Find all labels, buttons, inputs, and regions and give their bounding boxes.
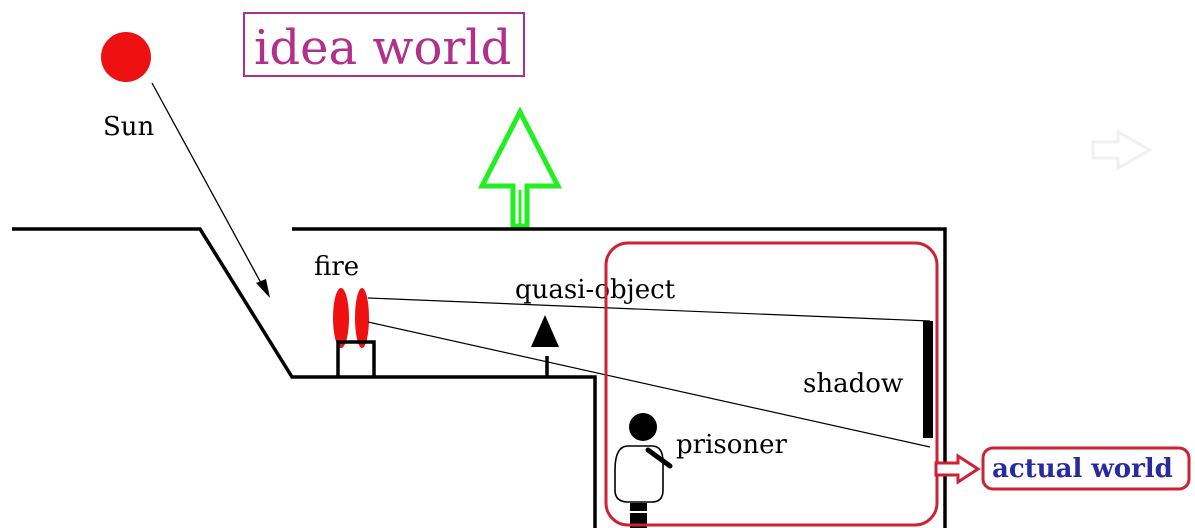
sun-label: Sun xyxy=(103,112,155,142)
fire-flame-right-icon xyxy=(355,288,369,348)
actual-world-box xyxy=(981,446,1191,491)
cave-ceiling xyxy=(292,227,947,528)
prisoner-head-icon xyxy=(629,413,657,441)
actual-world-label: actual world xyxy=(992,454,1173,484)
quasi-object-icon xyxy=(531,315,559,347)
shadow-label: shadow xyxy=(803,369,903,399)
light-ray-lower xyxy=(367,321,931,448)
ground-outline xyxy=(12,227,597,528)
idea-world-label: idea world xyxy=(254,20,511,76)
shadow-bar xyxy=(923,321,933,438)
light-ray-upper xyxy=(367,297,931,322)
faint-arrow-icon xyxy=(1091,129,1154,171)
fire-label: fire xyxy=(314,252,359,282)
actual-world-region xyxy=(604,241,939,527)
actual-world-arrow xyxy=(934,453,981,485)
prisoner-arm-icon xyxy=(645,447,673,469)
sun-ray-arrowhead xyxy=(256,279,270,298)
sun-ray-arrow xyxy=(151,82,268,295)
fire-stand xyxy=(336,340,376,377)
sun-icon xyxy=(101,32,151,82)
quasi-object-label: quasi-object xyxy=(515,275,676,305)
idea-world-box xyxy=(243,12,525,77)
fire-flame-left-icon xyxy=(333,288,349,348)
prisoner-chain-icon xyxy=(630,503,647,528)
prisoner-body-icon xyxy=(614,445,664,503)
prisoner-label: prisoner xyxy=(676,430,788,460)
up-arrow xyxy=(477,106,563,229)
